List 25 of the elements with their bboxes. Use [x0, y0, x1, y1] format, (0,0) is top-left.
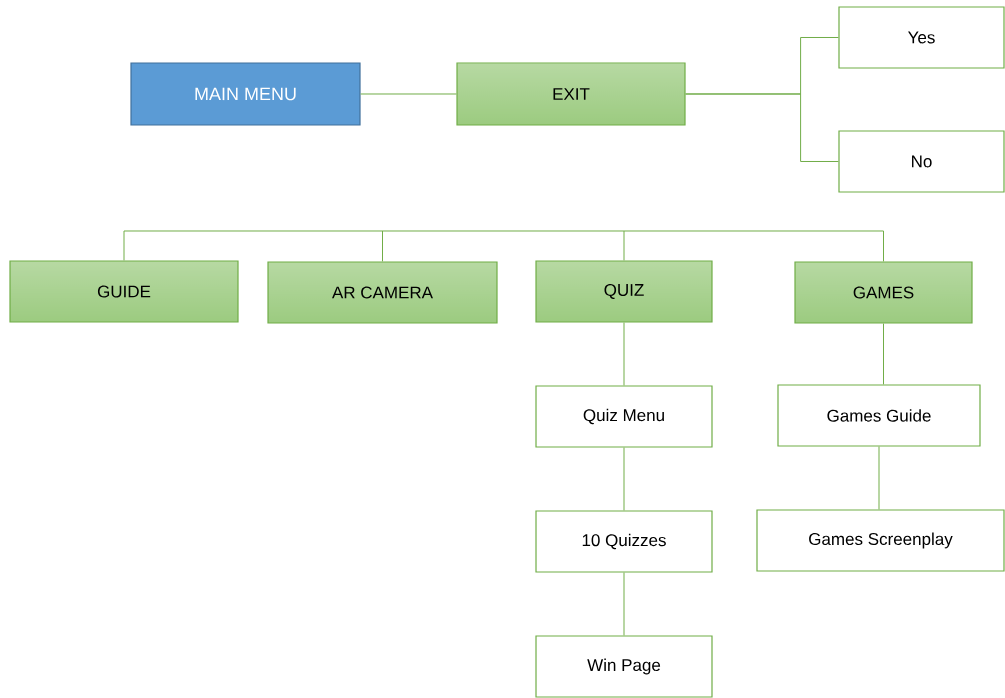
screen-box: No	[838, 130, 1005, 193]
connector-line	[623, 447, 625, 511]
menu-box: GAMES	[794, 261, 973, 324]
screen-box: 10 Quizzes	[535, 510, 713, 573]
connector-line	[623, 572, 625, 636]
connector-line	[382, 230, 383, 262]
menu-box: AR CAMERA	[267, 261, 498, 324]
connector-line	[878, 446, 880, 510]
menu-box: GUIDE	[9, 260, 239, 323]
connector-line	[685, 93, 839, 162]
screen-box: Win Page	[535, 635, 713, 698]
connector-line	[883, 323, 884, 385]
connector-line	[883, 230, 884, 262]
connector-line	[623, 322, 625, 386]
connector-line	[123, 230, 125, 261]
screen-box: Quiz Menu	[535, 385, 713, 448]
screen-box: Yes	[838, 6, 1005, 69]
connector-line	[623, 230, 625, 261]
connector-line	[360, 93, 457, 95]
bus-line	[123, 230, 884, 232]
screen-box: Games Guide	[777, 384, 981, 447]
menu-box: QUIZ	[535, 260, 713, 323]
screen-box: Games Screenplay	[756, 509, 1005, 572]
menu-box: EXIT	[456, 62, 686, 126]
menu-button: MAIN MENU	[130, 62, 361, 126]
